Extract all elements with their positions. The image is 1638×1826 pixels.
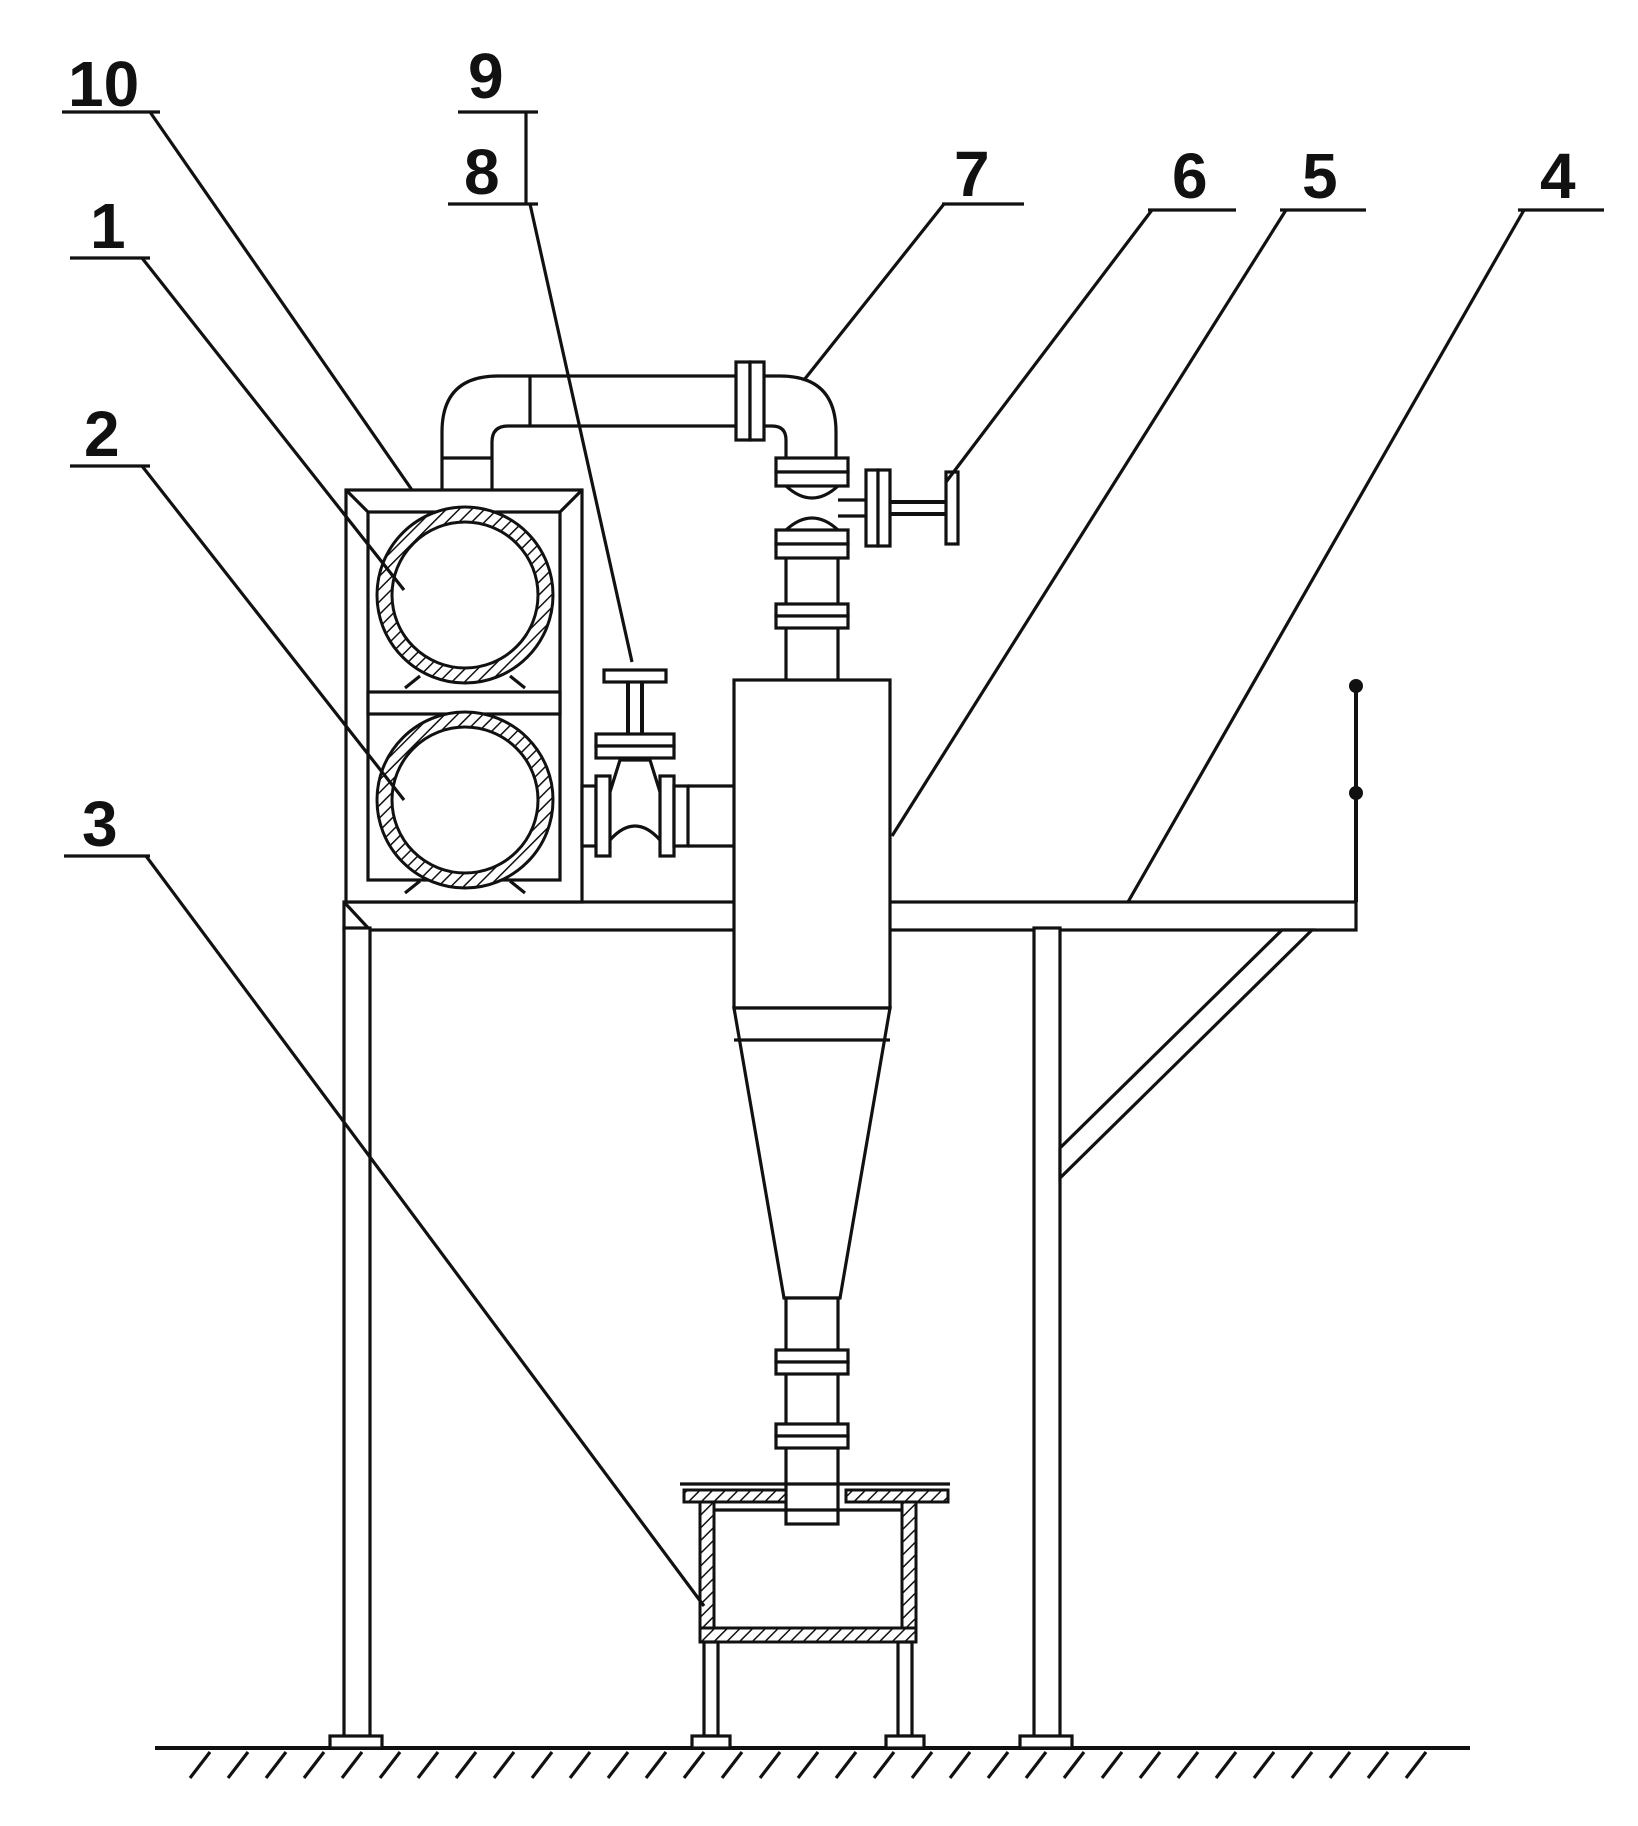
cyclone-separator — [732, 678, 892, 1526]
gas-cylinder-lower — [375, 710, 555, 895]
outlet-pipe — [774, 558, 850, 680]
gas-cylinder-upper — [375, 505, 555, 690]
label-6: 6 — [1172, 140, 1208, 212]
ground — [155, 1746, 1470, 1779]
label-7: 7 — [954, 138, 990, 210]
label-4: 4 — [1540, 140, 1576, 212]
label-3: 3 — [82, 788, 118, 860]
connecting-pipe — [440, 360, 838, 490]
ground-hatching — [188, 1751, 1428, 1779]
leader-lines — [62, 110, 1604, 1607]
label-1: 1 — [90, 190, 126, 262]
label-9: 9 — [468, 40, 504, 112]
top-valve — [774, 456, 960, 560]
label-5: 5 — [1302, 140, 1338, 212]
label-8: 8 — [464, 136, 500, 208]
inlet-valve — [580, 668, 734, 858]
label-10: 10 — [68, 48, 139, 120]
collector-bin — [680, 1482, 950, 1750]
label-2: 2 — [84, 398, 120, 470]
